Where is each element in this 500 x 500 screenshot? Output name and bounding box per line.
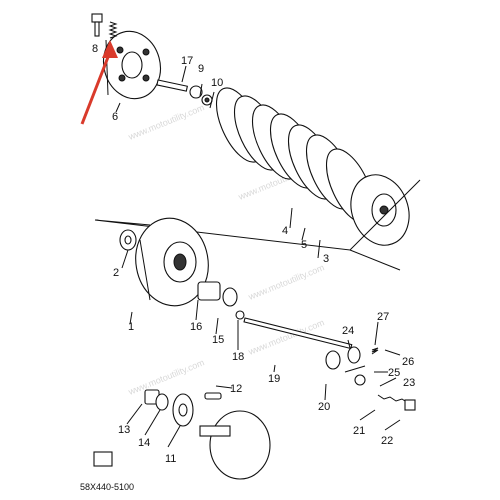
- callout-9: 9: [198, 63, 204, 75]
- collar: [197, 281, 221, 301]
- crankshaft: [199, 410, 271, 480]
- thrust-washer: [119, 229, 137, 251]
- indicator-arrow-icon: [80, 40, 118, 125]
- callout-1: 1: [128, 321, 134, 333]
- callout-4: 4: [282, 225, 288, 237]
- callout-13: 13: [118, 424, 130, 436]
- callout-22: 22: [381, 435, 393, 447]
- bolt: [91, 13, 103, 37]
- callout-2: 2: [113, 267, 119, 279]
- clutch-spring: [108, 21, 118, 39]
- callout-24: 24: [342, 325, 354, 337]
- callout-5: 5: [301, 239, 307, 251]
- callout-10: 10: [211, 77, 223, 89]
- ball: [235, 310, 245, 320]
- callout-19: 19: [268, 373, 280, 385]
- callout-17: 17: [181, 55, 193, 67]
- part-code-label: 58X440-5100: [80, 482, 134, 492]
- callout-25: 25: [388, 367, 400, 379]
- primary-drive-gear: [172, 393, 194, 427]
- callout-3: 3: [323, 253, 329, 265]
- clutch-boss: [350, 174, 410, 246]
- leader-lines: [115, 65, 401, 448]
- callout-11: 11: [165, 453, 176, 465]
- callout-26: 26: [402, 356, 414, 368]
- callout-15: 15: [212, 334, 224, 346]
- callout-27: 27: [377, 311, 389, 323]
- lock-washer: [155, 393, 169, 411]
- callout-23: 23: [403, 377, 415, 389]
- watermark-text: www.motoutility.com: [126, 102, 206, 142]
- callout-20: 20: [318, 401, 330, 413]
- callout-12: 12: [230, 383, 242, 395]
- primary-driven-gear-housing: [135, 217, 209, 307]
- locknut: [404, 399, 416, 411]
- push-rod: [243, 317, 353, 350]
- callout-21: 21: [353, 425, 365, 437]
- callout-14: 14: [138, 437, 150, 449]
- engine-mark-icon: [93, 451, 113, 467]
- watermark-text: www.motoutility.com: [126, 357, 206, 397]
- push-rod-assembly: [156, 79, 213, 106]
- straight-key: [204, 392, 222, 400]
- collar-washer: [222, 287, 238, 307]
- watermark-text: www.motoutility.com: [246, 262, 326, 302]
- callout-16: 16: [190, 321, 202, 333]
- callout-18: 18: [232, 351, 244, 363]
- callout-6: 6: [112, 111, 118, 123]
- push-lever-assembly: [325, 346, 379, 386]
- pressure-plate: [103, 30, 161, 100]
- callout-8: 8: [92, 43, 98, 55]
